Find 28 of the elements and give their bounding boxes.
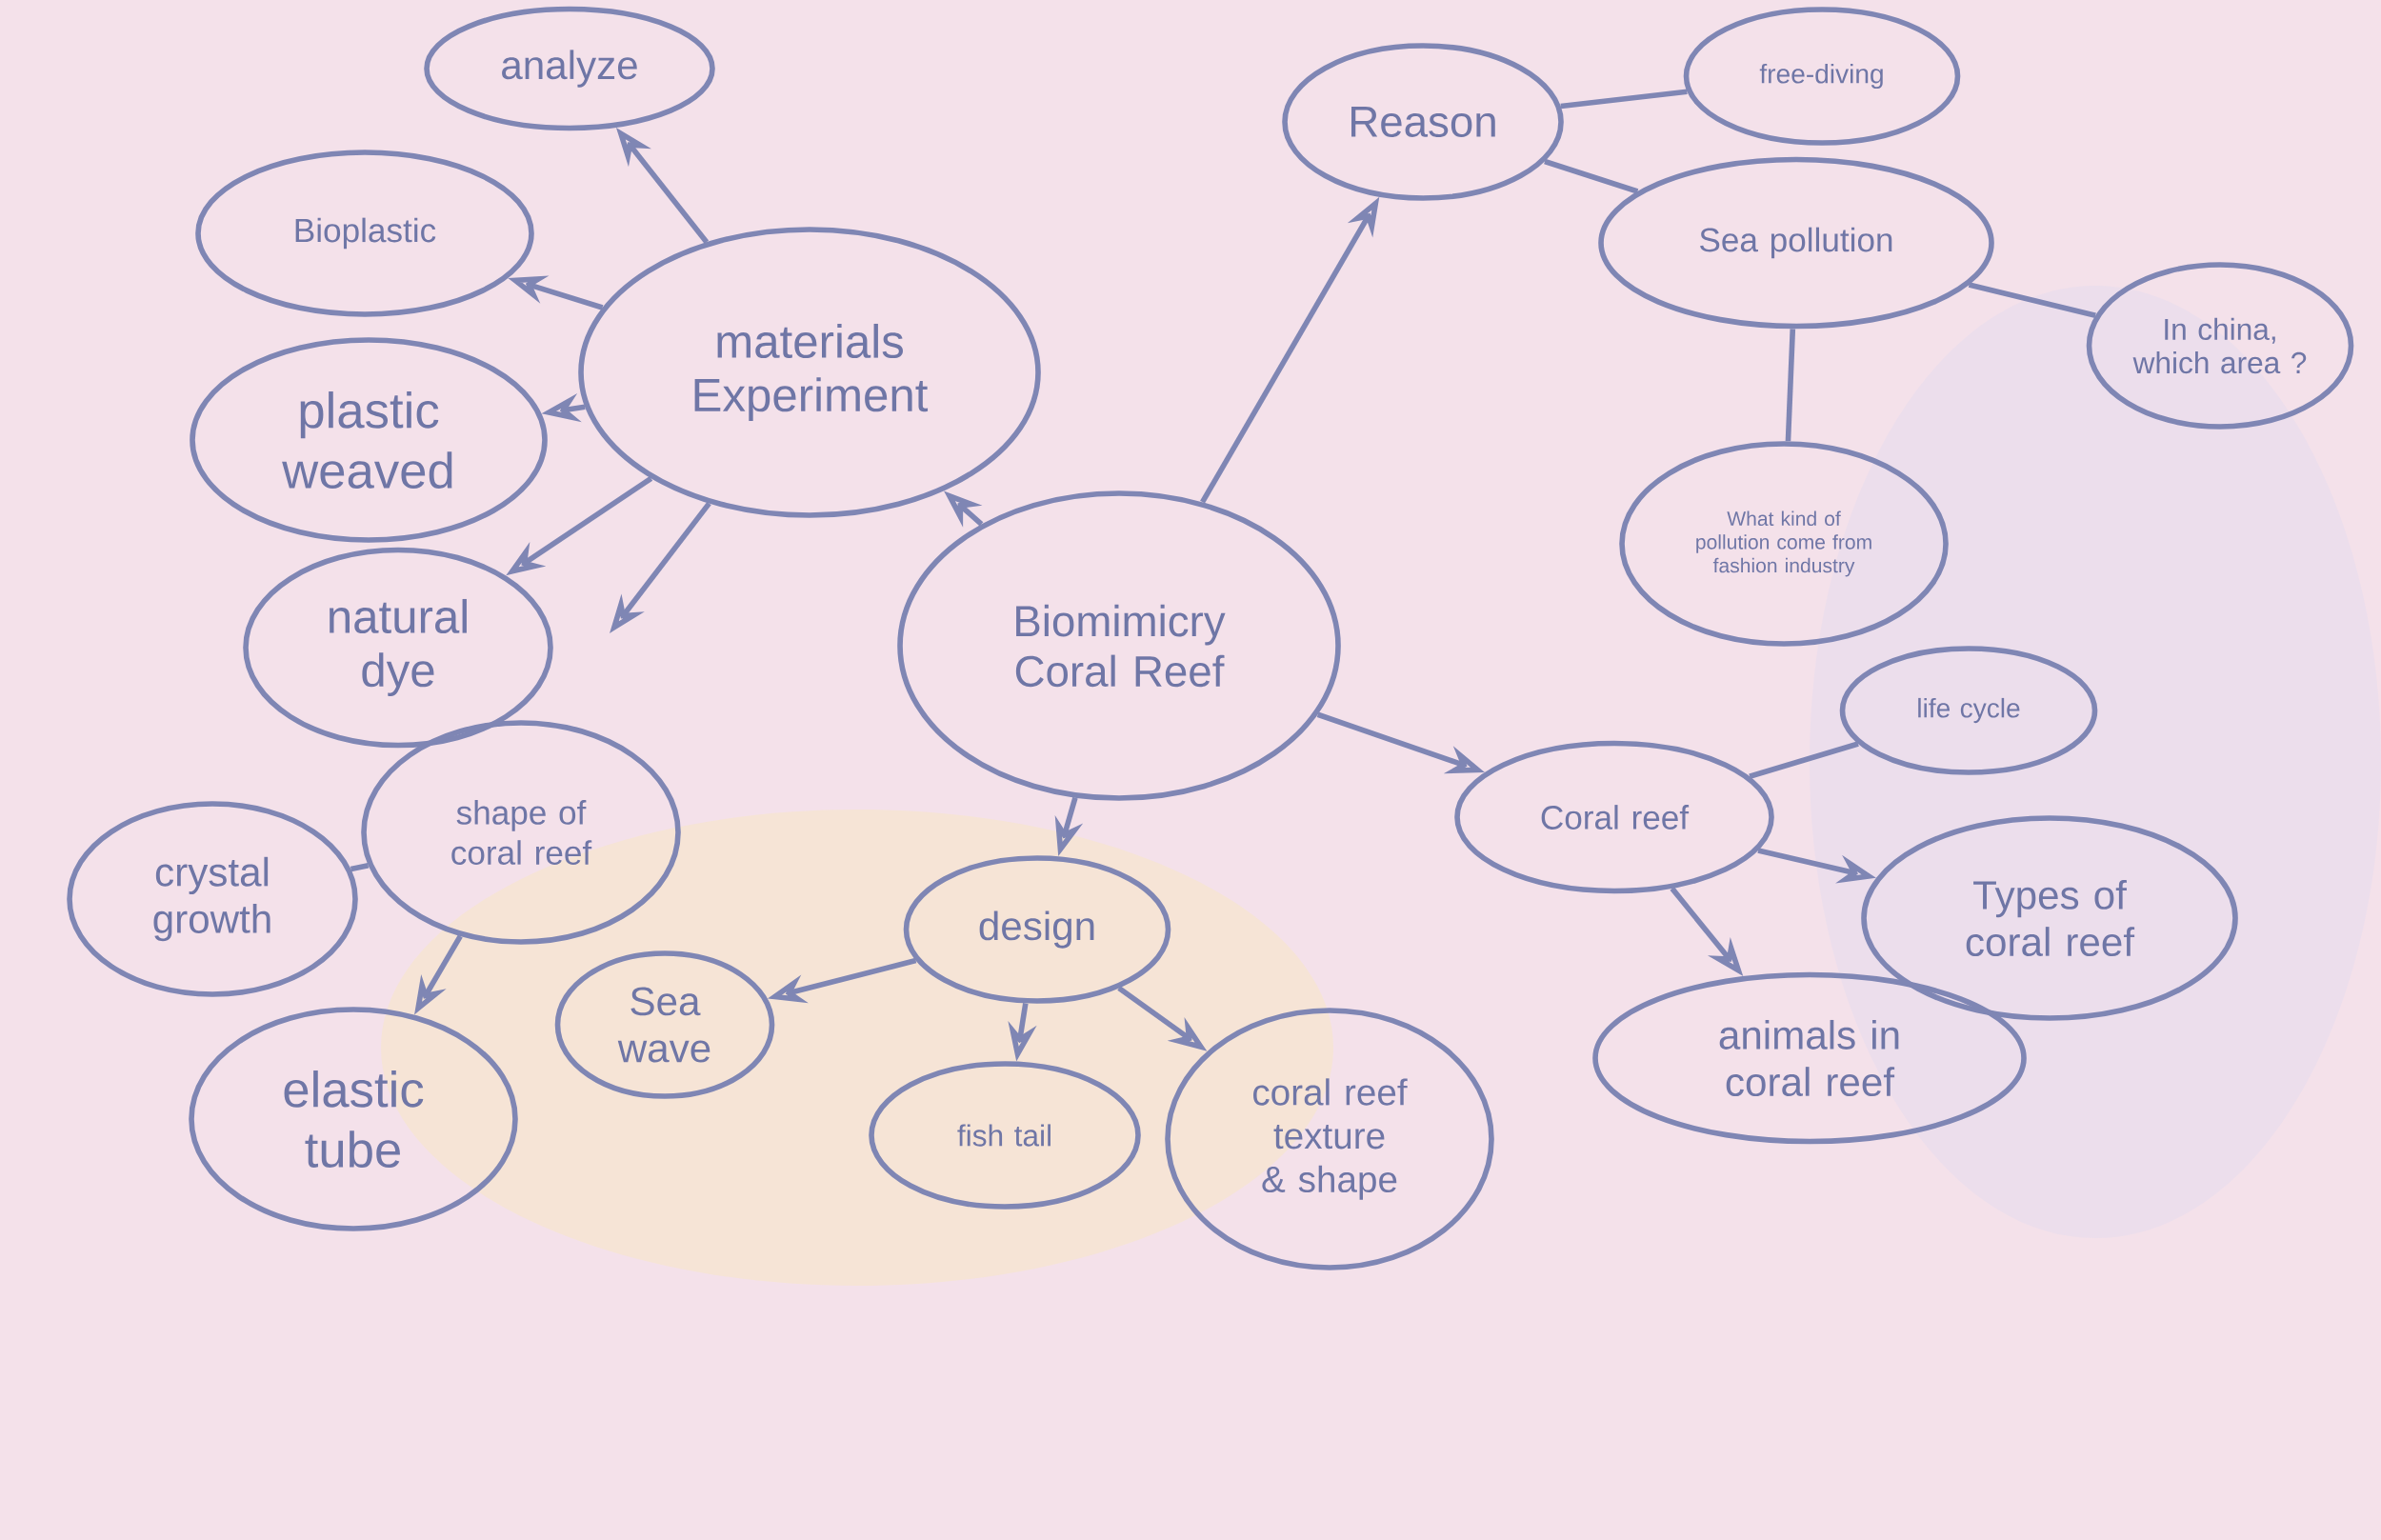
bubble: Coral reef — [1454, 740, 1774, 894]
bubble: life cycle — [1839, 646, 2098, 775]
connector-line — [1544, 158, 1639, 194]
connector-line — [1560, 89, 1688, 110]
bubble: crystal growth — [67, 801, 358, 997]
bubble: Biomimicry Coral Reef — [897, 490, 1341, 801]
bubble: In china, which area ? — [2086, 262, 2354, 430]
bubble: Types of coral reef — [1861, 815, 2238, 1021]
bubble: Sea wave — [554, 950, 775, 1099]
bubble: coral reef texture & shape — [1165, 1008, 1494, 1270]
connector-line — [1749, 741, 1859, 779]
bubble: What kind of pollution come from fashion industry — [1619, 441, 1949, 647]
bubble: shape of coral reef — [361, 720, 681, 945]
connector-line — [1968, 282, 2096, 318]
bubble: materials Experiment — [578, 227, 1041, 518]
bubble: Reason — [1282, 43, 1564, 201]
bubble: design — [903, 855, 1171, 1004]
bubble: natural dye — [243, 547, 553, 749]
bubble: free-diving — [1683, 7, 1961, 146]
bubble: fish tail — [869, 1061, 1141, 1210]
connector-line — [1785, 329, 1796, 442]
bubble: Sea pollution — [1598, 156, 1994, 330]
bubble: analyze — [424, 6, 715, 131]
bubble: Bioplastic — [195, 150, 534, 317]
connector-line — [350, 862, 370, 872]
bubble: plastic weaved — [190, 337, 548, 543]
bubble: elastic tube — [189, 1007, 518, 1231]
bubble: animals in coral reef — [1592, 971, 2027, 1145]
